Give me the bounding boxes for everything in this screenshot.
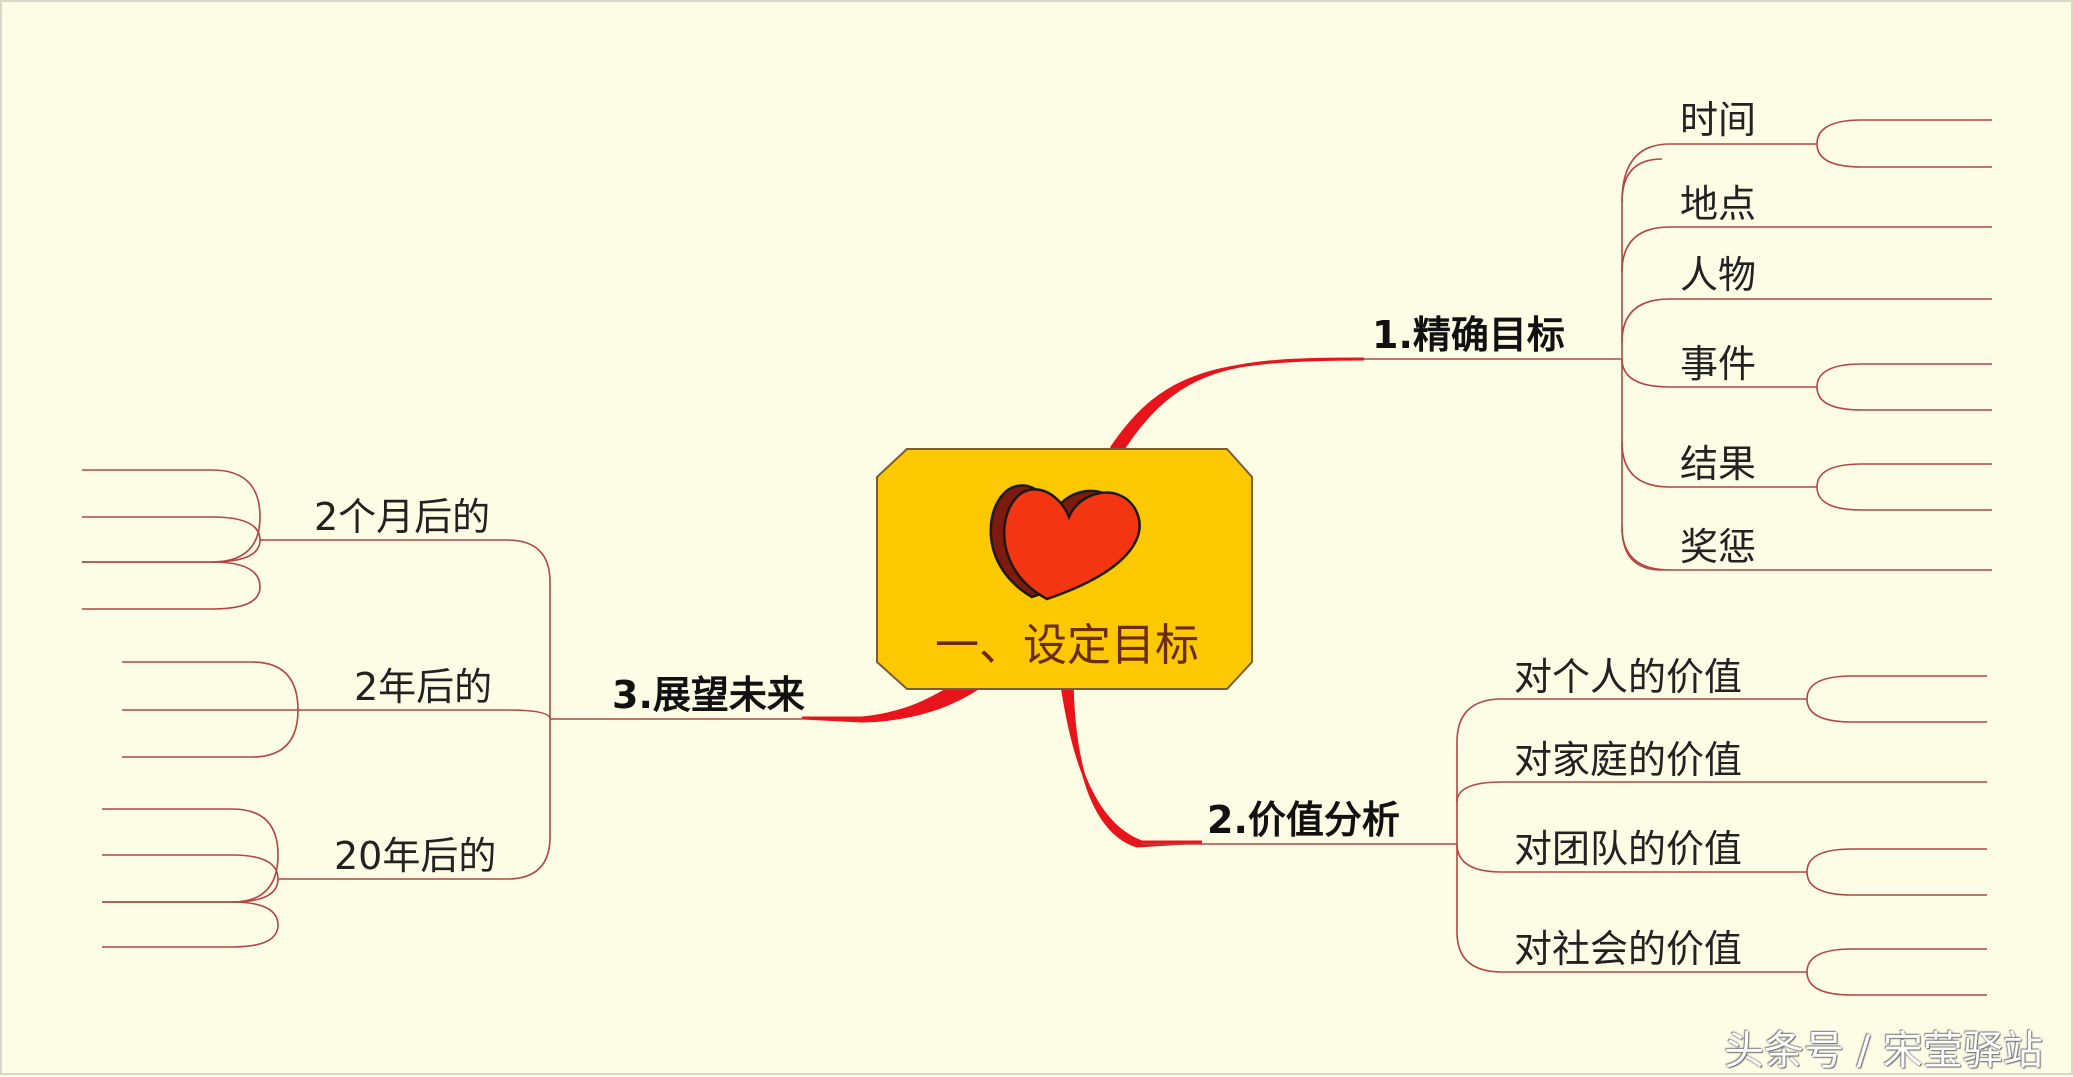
future-item-2months: 2个月后的 bbox=[314, 495, 491, 539]
value-connector-family bbox=[1456, 781, 1987, 803]
goal-item-people: 人物 bbox=[1680, 253, 1757, 297]
main-branch-goal bbox=[1110, 357, 1365, 457]
goal-sub-result bbox=[1816, 463, 1992, 511]
goal-hub-bracket bbox=[1621, 158, 1663, 571]
heart-icon bbox=[989, 484, 1141, 601]
center-topic-title: 一、设定目标 bbox=[935, 620, 1199, 671]
goal-item-result: 结果 bbox=[1680, 442, 1757, 486]
branch-label-goal: 1.精确目标 bbox=[1372, 313, 1565, 357]
goal-item-time: 时间 bbox=[1680, 98, 1757, 142]
future-sub-2m-a bbox=[82, 469, 261, 563]
future-connector-2y bbox=[298, 709, 551, 720]
value-item-society: 对社会的价值 bbox=[1514, 927, 1743, 971]
future-hub-bracket bbox=[506, 539, 551, 880]
value-item-family: 对家庭的价值 bbox=[1514, 738, 1743, 782]
future-item-2years: 2年后的 bbox=[354, 665, 493, 709]
goal-connector-people bbox=[1621, 298, 1992, 343]
goal-connector-place bbox=[1621, 226, 1992, 273]
value-sub-society bbox=[1806, 948, 1987, 996]
value-sub-personal bbox=[1806, 675, 1987, 723]
future-sub-20y-a bbox=[102, 808, 279, 903]
future-sub-20y-c bbox=[102, 901, 279, 948]
goal-connector-reward bbox=[1621, 526, 1992, 571]
goal-connector-time bbox=[1621, 143, 1817, 203]
future-sub-2m-c bbox=[82, 561, 261, 610]
future-sub-2m-b bbox=[82, 516, 261, 563]
goal-item-event: 事件 bbox=[1680, 342, 1757, 386]
future-sub-20y-b bbox=[102, 854, 279, 903]
goal-sub-event bbox=[1816, 363, 1992, 411]
branch-label-future: 3.展望未来 bbox=[612, 673, 805, 717]
future-item-20years: 20年后的 bbox=[334, 834, 497, 878]
value-item-personal: 对个人的价值 bbox=[1514, 655, 1743, 699]
branch-label-value: 2.价值分析 bbox=[1207, 798, 1400, 842]
value-connector-team bbox=[1456, 843, 1807, 873]
goal-sub-time bbox=[1816, 119, 1992, 168]
watermark: 头条号 / 宋莹驿站 bbox=[1724, 1028, 2043, 1074]
goal-item-reward: 奖惩 bbox=[1680, 525, 1757, 569]
goal-item-place: 地点 bbox=[1680, 182, 1757, 226]
value-hub-bracket bbox=[1456, 698, 1503, 973]
main-branch-future bbox=[801, 667, 990, 723]
main-branch-value bbox=[1058, 670, 1203, 848]
goal-connector-event bbox=[1621, 358, 1817, 388]
value-item-team: 对团队的价值 bbox=[1514, 827, 1743, 871]
value-sub-team bbox=[1806, 848, 1987, 896]
goal-connector-result bbox=[1621, 441, 1817, 488]
